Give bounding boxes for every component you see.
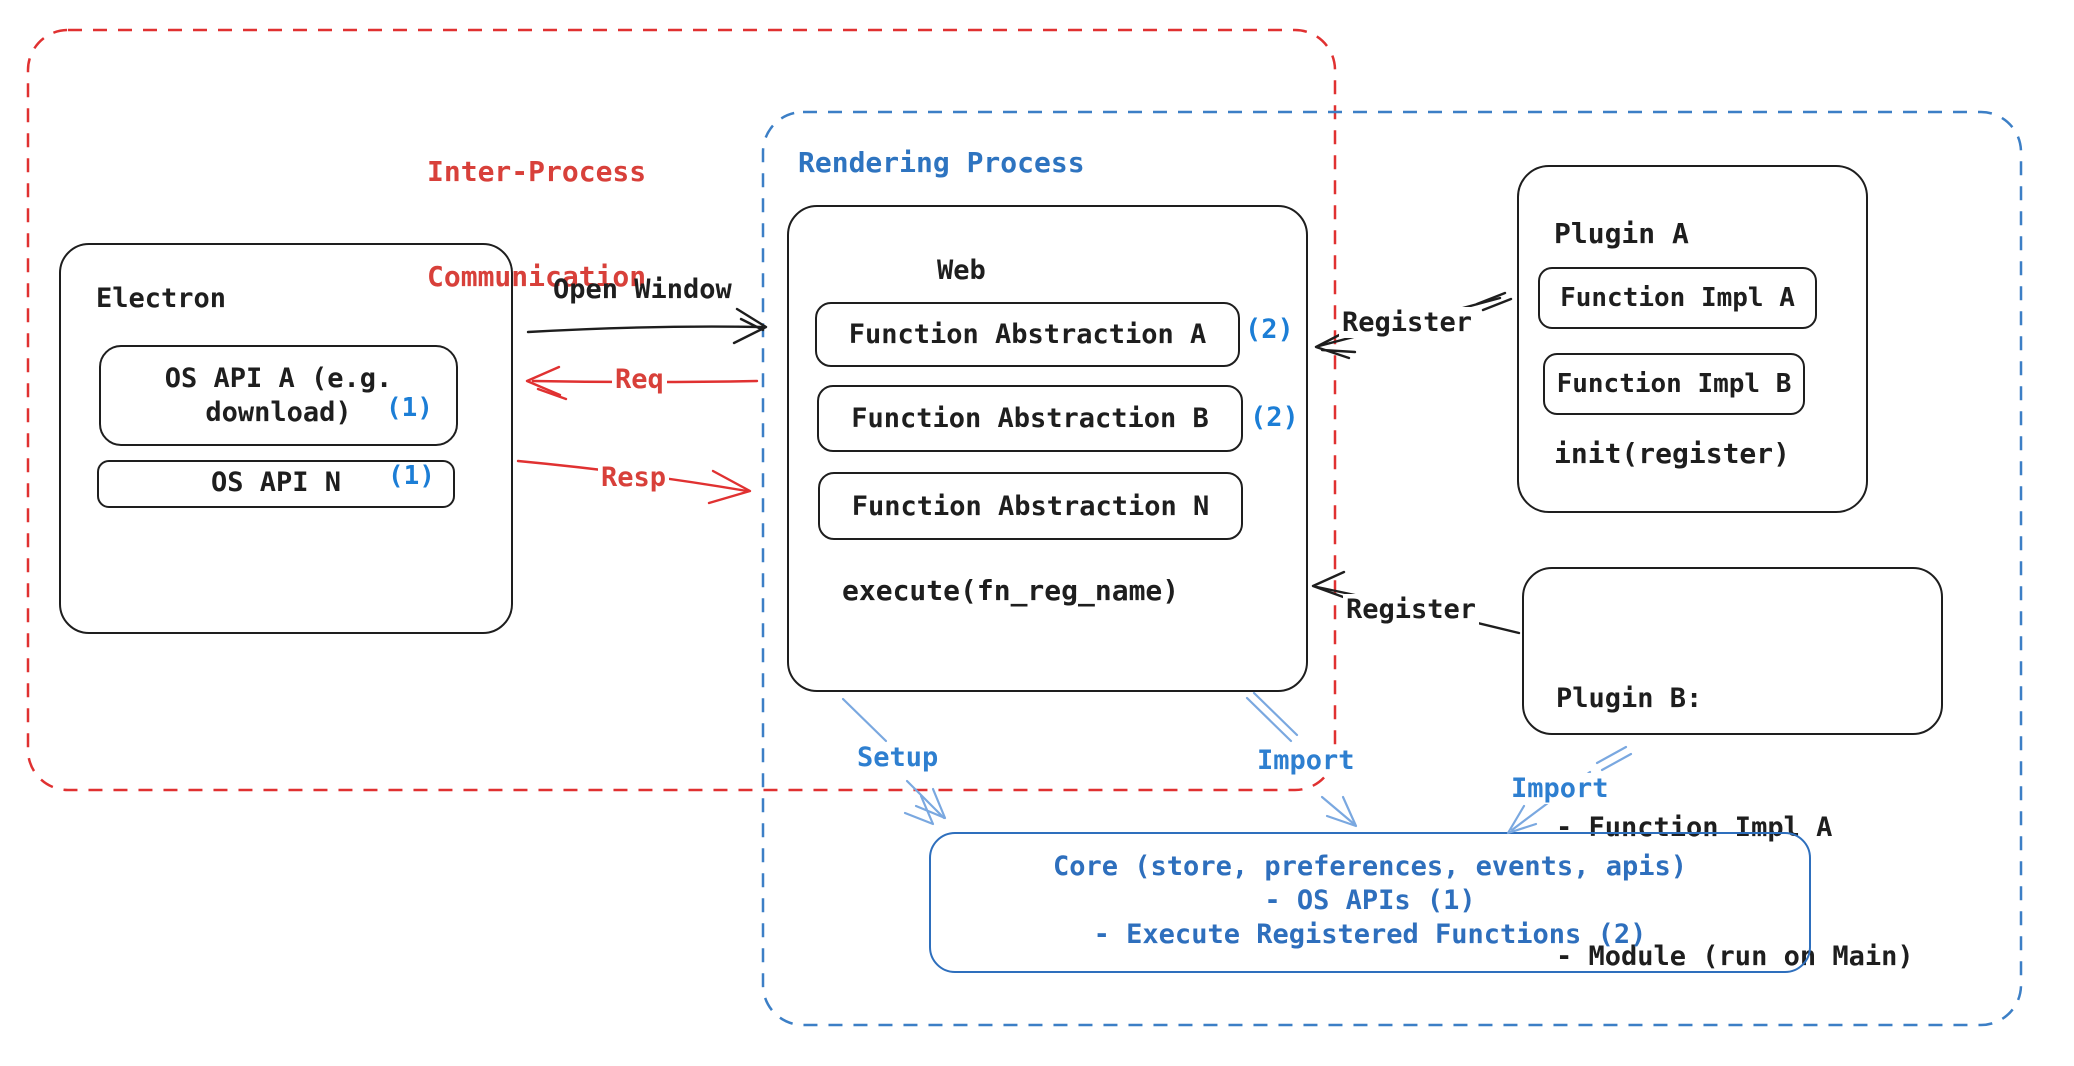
import-web-label: Import	[1254, 745, 1358, 776]
import-plugin-b-label: Import	[1508, 773, 1612, 804]
os-api-a-badge: (1)	[386, 393, 433, 423]
register-plugin-a-label: Register	[1339, 307, 1476, 338]
resp-label: Resp	[598, 462, 670, 493]
rendering-process-label: Rendering Process	[798, 146, 1085, 179]
req-label: Req	[612, 364, 667, 395]
fa-a-badge: (2)	[1245, 314, 1294, 345]
os-api-n-badge: (1)	[388, 461, 435, 491]
setup-label: Setup	[857, 742, 939, 773]
ipc-label-line1: Inter-Process	[427, 155, 647, 188]
fa-b-badge: (2)	[1250, 402, 1299, 433]
register-plugin-b-label: Register	[1343, 594, 1480, 625]
ipc-label: Inter-Process Communication	[427, 84, 646, 364]
open-window-label: Open Window	[553, 274, 732, 305]
